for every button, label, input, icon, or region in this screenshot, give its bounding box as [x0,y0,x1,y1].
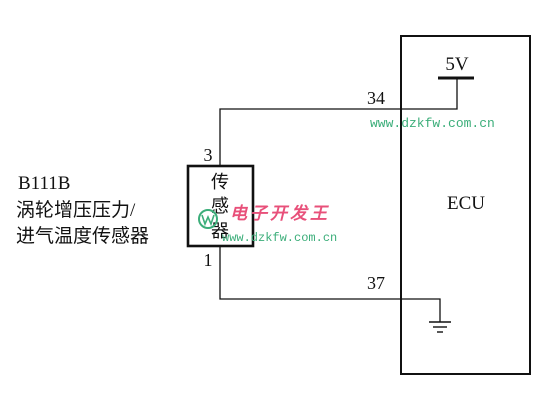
watermark-brand: 电子开发王 [230,204,330,224]
ecu-pin-37: 37 [367,273,385,293]
component-code: B111B [18,173,70,194]
sensor-box [186,164,255,248]
component-name-line-1: 涡轮增压压力/ [16,199,136,221]
watermark-url-bottom: www.dzkfw.com.cn [222,231,337,245]
component-name-line-2: 进气温度传感器 [16,225,149,247]
ground-wire [219,246,441,322]
supply-voltage-label: 5V [445,54,469,75]
sensor-box-char-1: 传 [211,172,229,192]
ecu-pin-34: 34 [367,88,385,108]
supply-wire [219,78,458,166]
ecu-box [400,35,531,375]
ground-icon [429,321,451,333]
sensor-box-char-3: 器 [211,221,229,241]
sensor-pin-1: 1 [204,250,213,270]
ecu-label: ECU [447,193,485,214]
sensor-pin-3: 3 [204,145,213,165]
watermark-logo-icon [198,209,218,229]
sensor-box-char-2: 感 [211,196,229,216]
watermark-url-top: www.dzkfw.com.cn [370,116,495,131]
